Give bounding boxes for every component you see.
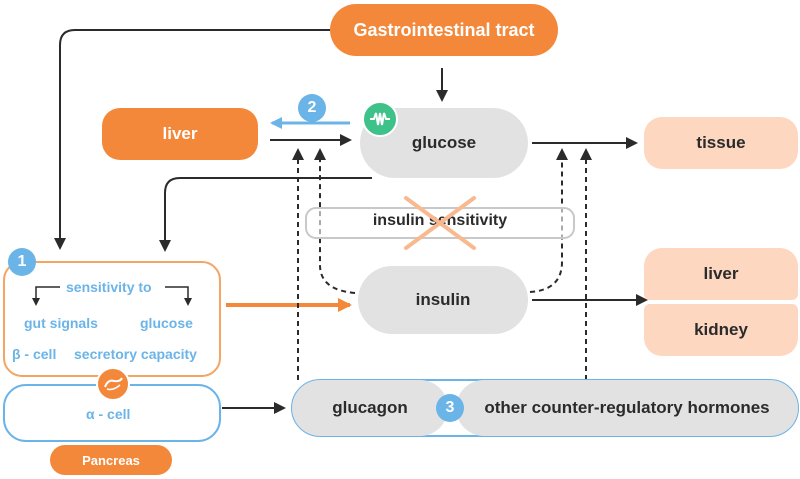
arrow-gi-to-beta-cell: [54, 29, 330, 250]
glucagon-label: glucagon: [332, 398, 408, 417]
arrow-sensitivity-to-glucose: [165, 286, 192, 306]
tissue-node: tissue: [644, 117, 798, 169]
insulin-node: insulin: [358, 266, 528, 334]
liver-right-label: liver: [703, 264, 739, 283]
dashed-insulin-to-tissue: [529, 148, 568, 293]
insulin-label: insulin: [415, 290, 471, 309]
gi-tract-node: Gastrointestinal tract: [330, 4, 558, 56]
beta-cell-label: β - cell: [12, 346, 57, 362]
pancreas-label: Pancreas: [82, 452, 140, 468]
kidney-node: kidney: [644, 304, 798, 356]
tissue-label: tissue: [696, 133, 746, 152]
liver-right-node: liver: [644, 248, 798, 300]
glucose-label: glucose: [411, 133, 477, 152]
counter-regulatory-label: other counter-regulatory hormones: [484, 398, 770, 417]
pancreas-node: Pancreas: [50, 445, 172, 475]
glucose-sensor-icon: [362, 101, 398, 137]
secretory-capacity-label: secretory capacity: [74, 346, 197, 362]
glucose-sensitivity-label: glucose: [140, 315, 193, 331]
kidney-label: kidney: [694, 320, 748, 339]
glucagon-node: glucagon: [292, 380, 448, 436]
pancreas-icon: [96, 367, 130, 401]
gi-tract-label: Gastrointestinal tract: [353, 19, 535, 40]
sensitivity-to-label: sensitivity to: [66, 279, 152, 295]
counter-regulatory-node: other counter-regulatory hormones: [456, 380, 798, 436]
cross-icon: [404, 196, 476, 250]
liver-left-node: liver: [102, 108, 258, 160]
alpha-cell-label: α - cell: [86, 406, 131, 422]
dashed-insulin-to-glucose-left: [314, 148, 356, 294]
insulin-sensitivity-label: insulin sensitivity: [372, 212, 508, 229]
gut-signals-label: gut signals: [24, 315, 98, 331]
liver-left-label: liver: [162, 124, 198, 143]
badge-1: 1: [8, 248, 36, 276]
badge-3: 3: [436, 394, 464, 422]
arrow-glucose-to-beta-cell: [159, 177, 372, 252]
badge-2: 2: [298, 94, 326, 122]
arrow-sensitivity-to-gut: [32, 286, 60, 306]
